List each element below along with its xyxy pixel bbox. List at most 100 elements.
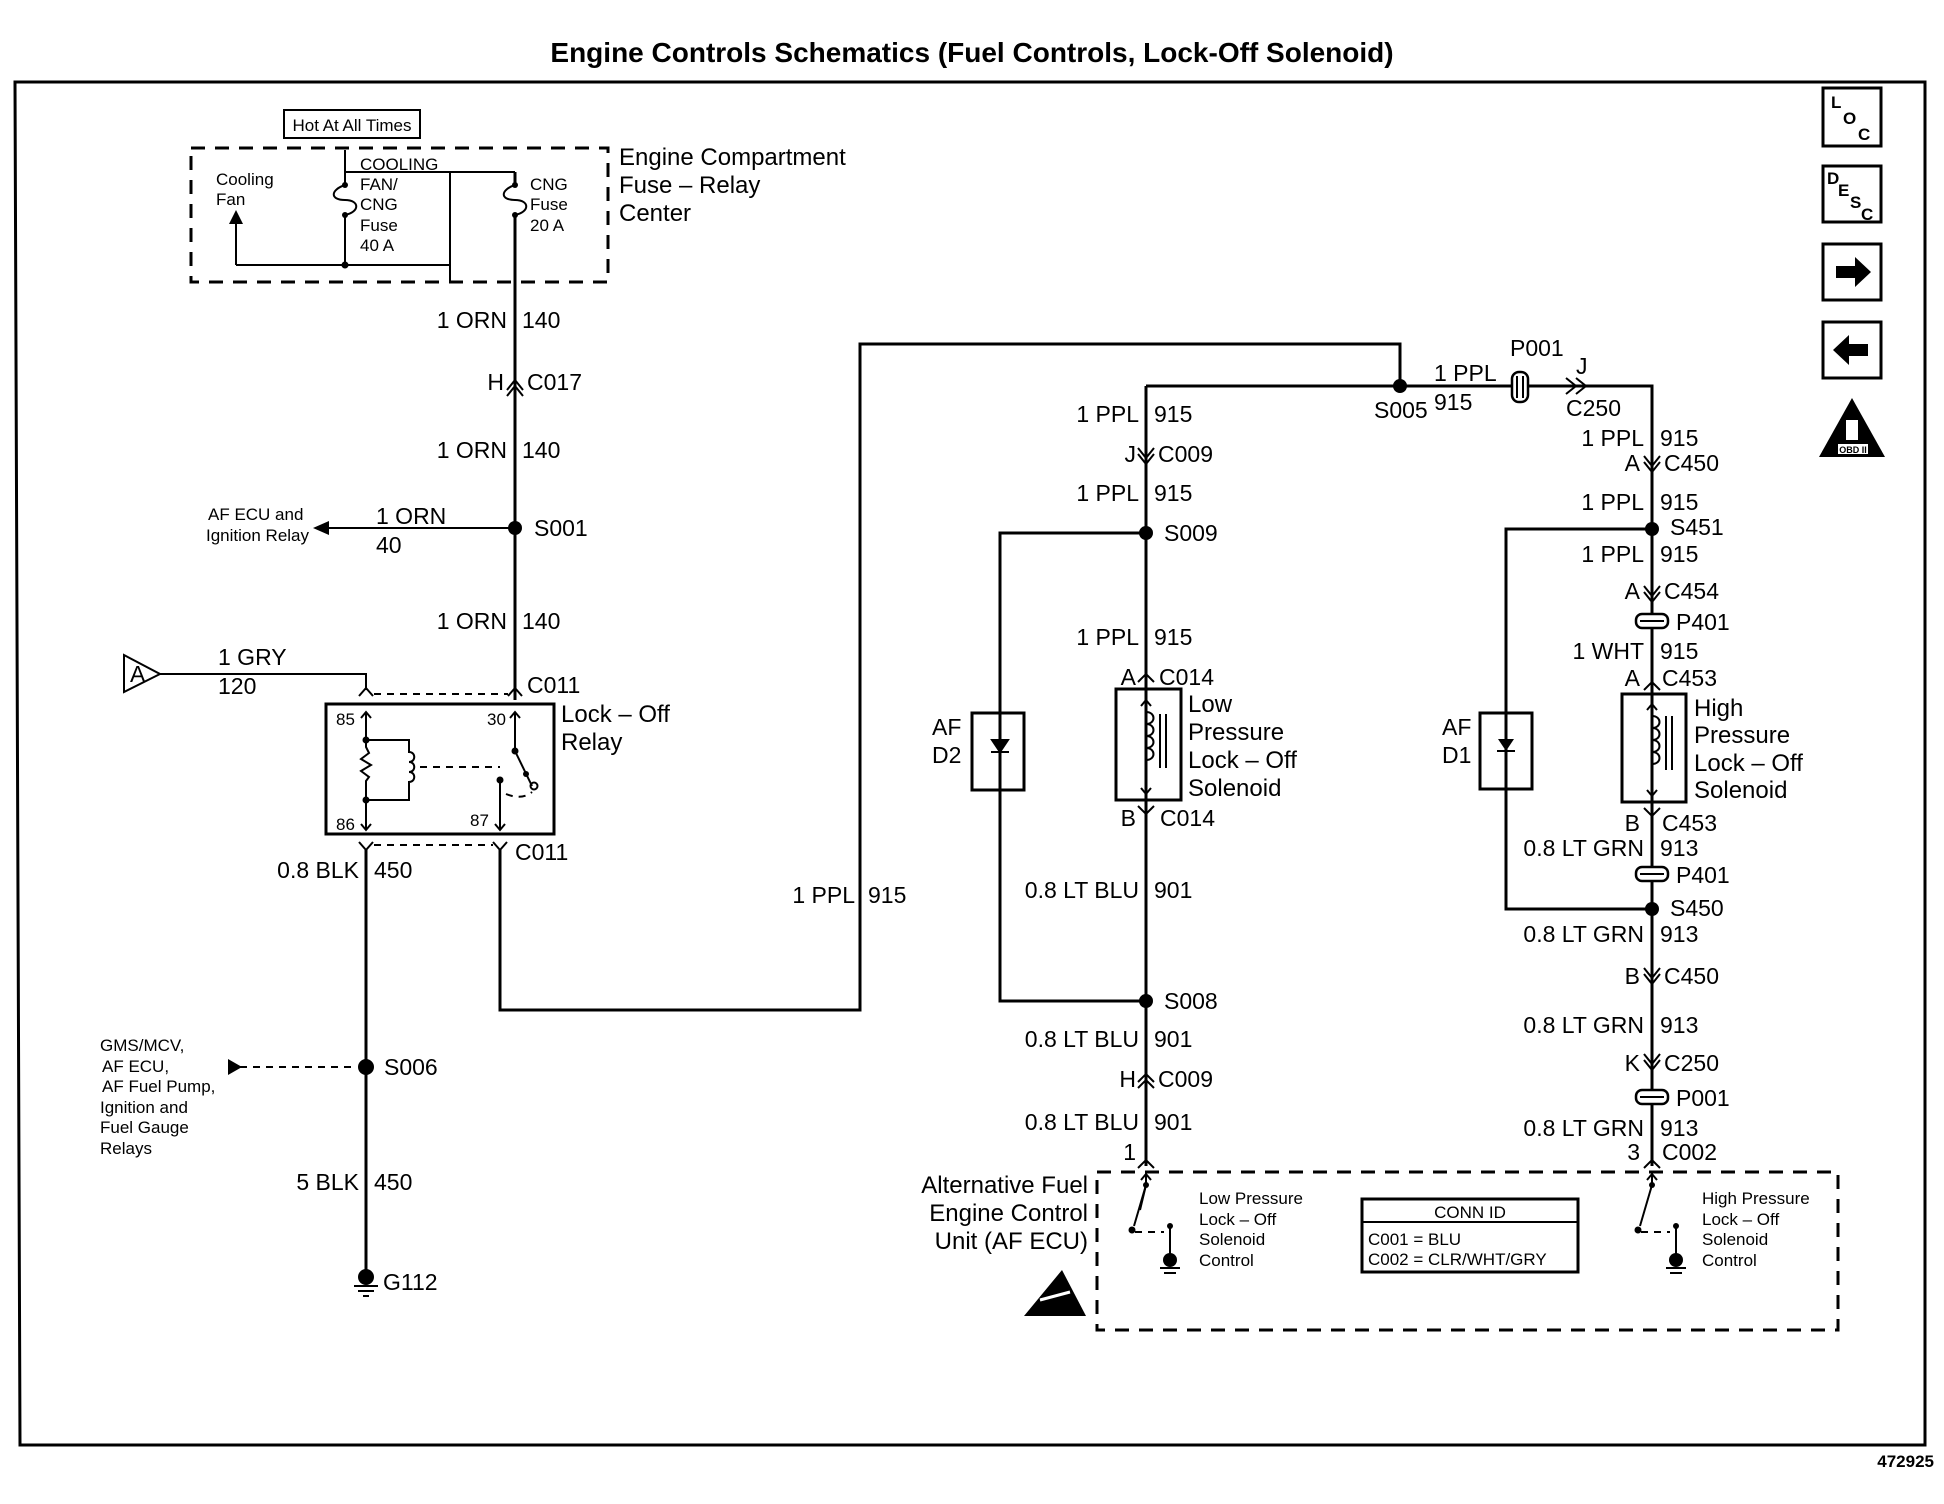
svg-text:85: 85 xyxy=(336,710,355,729)
svg-text:C002 = CLR/WHT/GRY: C002 = CLR/WHT/GRY xyxy=(1368,1250,1547,1269)
svg-text:1 PPL: 1 PPL xyxy=(1581,541,1644,567)
connector-icon xyxy=(1643,585,1661,604)
svg-text:Fuel Gauge: Fuel Gauge xyxy=(100,1118,189,1137)
wire-label: 1 ORN xyxy=(437,307,507,333)
af-d1-label: AF D1 xyxy=(1442,714,1471,768)
svg-text:D: D xyxy=(1827,169,1839,188)
svg-text:913: 913 xyxy=(1660,835,1698,861)
svg-text:S001: S001 xyxy=(534,515,588,541)
connector-c450-b: C450 xyxy=(1664,963,1719,989)
svg-text:Solenoid: Solenoid xyxy=(1694,777,1787,804)
ground-icon xyxy=(1666,1267,1686,1274)
prev-arrow-icon[interactable] xyxy=(1821,320,1883,380)
figure-id: 472925 xyxy=(1877,1452,1934,1471)
svg-text:901: 901 xyxy=(1154,1109,1192,1135)
svg-text:0.8 LT GRN: 0.8 LT GRN xyxy=(1523,835,1644,861)
svg-text:1 ORN: 1 ORN xyxy=(437,437,507,463)
svg-text:High: High xyxy=(1694,695,1743,722)
connector-c454: C454 xyxy=(1664,578,1719,604)
svg-text:1 PPL: 1 PPL xyxy=(792,882,855,908)
svg-text:Lock – Off: Lock – Off xyxy=(561,701,670,728)
svg-text:913: 913 xyxy=(1660,1012,1698,1038)
svg-text:Unit (AF ECU): Unit (AF ECU) xyxy=(935,1228,1088,1255)
svg-text:0.8 LT GRN: 0.8 LT GRN xyxy=(1523,1012,1644,1038)
svg-text:Lock – Off: Lock – Off xyxy=(1188,747,1297,774)
svg-text:J: J xyxy=(1576,353,1588,379)
svg-text:COOLING: COOLING xyxy=(360,155,438,174)
svg-text:AF: AF xyxy=(1442,714,1471,740)
svg-text:Pressure: Pressure xyxy=(1188,719,1284,746)
svg-text:CNG: CNG xyxy=(530,175,568,194)
svg-text:140: 140 xyxy=(522,608,560,634)
svg-text:Control: Control xyxy=(1702,1251,1757,1270)
svg-text:0.8 LT GRN: 0.8 LT GRN xyxy=(1523,921,1644,947)
fuse-40a-icon xyxy=(332,184,358,216)
svg-text:A: A xyxy=(130,661,146,687)
svg-text:0.8 LT BLU: 0.8 LT BLU xyxy=(1025,877,1139,903)
svg-text:1 PPL: 1 PPL xyxy=(1581,489,1644,515)
svg-text:0.8 BLK: 0.8 BLK xyxy=(277,857,359,883)
svg-text:40 A: 40 A xyxy=(360,236,395,255)
svg-text:915: 915 xyxy=(1660,425,1698,451)
svg-text:1 PPL: 1 PPL xyxy=(1434,360,1497,386)
connector-c250: C250 xyxy=(1566,395,1621,421)
connector-icon xyxy=(1137,447,1155,466)
svg-text:Low Pressure: Low Pressure xyxy=(1199,1189,1303,1208)
svg-text:Fuse: Fuse xyxy=(360,216,398,235)
hot-at-all-times-label: Hot At All Times xyxy=(292,116,411,135)
svg-text:915: 915 xyxy=(1154,624,1192,650)
connector-c014-b: C014 xyxy=(1160,805,1215,831)
splice-s006 xyxy=(358,1059,374,1075)
obd2-icon[interactable]: OBD II xyxy=(1819,398,1885,457)
svg-text:D1: D1 xyxy=(1442,742,1471,768)
connector-c011-top: C011 xyxy=(527,672,580,698)
svg-text:H: H xyxy=(1119,1066,1136,1092)
svg-text:Fan: Fan xyxy=(216,190,245,209)
svg-text:GMS/MCV,: GMS/MCV, xyxy=(100,1036,184,1055)
connector-c453-b: C453 xyxy=(1662,810,1717,836)
svg-text:915: 915 xyxy=(1154,480,1192,506)
svg-text:20 A: 20 A xyxy=(530,216,565,235)
conn-id-table: CONN ID C001 = BLU C002 = CLR/WHT/GRY xyxy=(1360,1197,1580,1274)
svg-text:1 ORN: 1 ORN xyxy=(376,503,446,529)
svg-text:E: E xyxy=(1838,181,1849,200)
loc-icon[interactable]: L O C xyxy=(1821,86,1883,148)
svg-text:120: 120 xyxy=(218,673,256,699)
svg-text:S008: S008 xyxy=(1164,988,1218,1014)
svg-text:S006: S006 xyxy=(384,1054,438,1080)
svg-text:A: A xyxy=(1121,664,1137,690)
svg-text:Solenoid: Solenoid xyxy=(1702,1230,1768,1249)
svg-text:CONN ID: CONN ID xyxy=(1434,1203,1506,1222)
svg-text:S005: S005 xyxy=(1374,397,1428,423)
solenoid-coil-icon xyxy=(1140,698,1167,796)
connector-icon xyxy=(1643,1053,1661,1072)
svg-text:Control: Control xyxy=(1199,1251,1254,1270)
svg-text:915: 915 xyxy=(1660,541,1698,567)
high-pressure-solenoid xyxy=(1620,692,1688,804)
svg-text:0.8 LT BLU: 0.8 LT BLU xyxy=(1025,1026,1139,1052)
svg-text:3: 3 xyxy=(1627,1139,1640,1165)
pass-through-p401-icon xyxy=(1634,612,1670,630)
page-title: Engine Controls Schematics (Fuel Control… xyxy=(550,37,1393,68)
s006-destinations-label: GMS/MCV, AF ECU, AF Fuel Pump, Ignition … xyxy=(100,1036,215,1158)
connector-c250-k: C250 xyxy=(1664,1050,1719,1076)
svg-text:Ignition and: Ignition and xyxy=(100,1098,188,1117)
svg-text:40: 40 xyxy=(376,532,402,558)
svg-text:86: 86 xyxy=(336,815,355,834)
svg-text:1 GRY: 1 GRY xyxy=(218,644,287,670)
svg-text:140: 140 xyxy=(522,437,560,463)
desc-icon[interactable]: D E S C xyxy=(1821,164,1883,224)
next-arrow-icon[interactable] xyxy=(1821,242,1883,302)
lock-off-relay-label: Lock – Off Relay xyxy=(561,701,670,756)
svg-text:Cooling: Cooling xyxy=(216,170,274,189)
svg-text:1 PPL: 1 PPL xyxy=(1076,401,1139,427)
af-ecu-box xyxy=(1095,1170,1840,1332)
svg-text:B: B xyxy=(1121,805,1136,831)
connector-c453-a: C453 xyxy=(1662,665,1717,691)
pass-through-p001-icon xyxy=(1510,370,1530,404)
svg-text:5 BLK: 5 BLK xyxy=(296,1169,359,1195)
svg-text:A: A xyxy=(1625,665,1641,691)
arrow-left-icon xyxy=(313,521,329,535)
svg-text:J: J xyxy=(1125,441,1137,467)
svg-text:Alternative Fuel: Alternative Fuel xyxy=(921,1172,1088,1199)
